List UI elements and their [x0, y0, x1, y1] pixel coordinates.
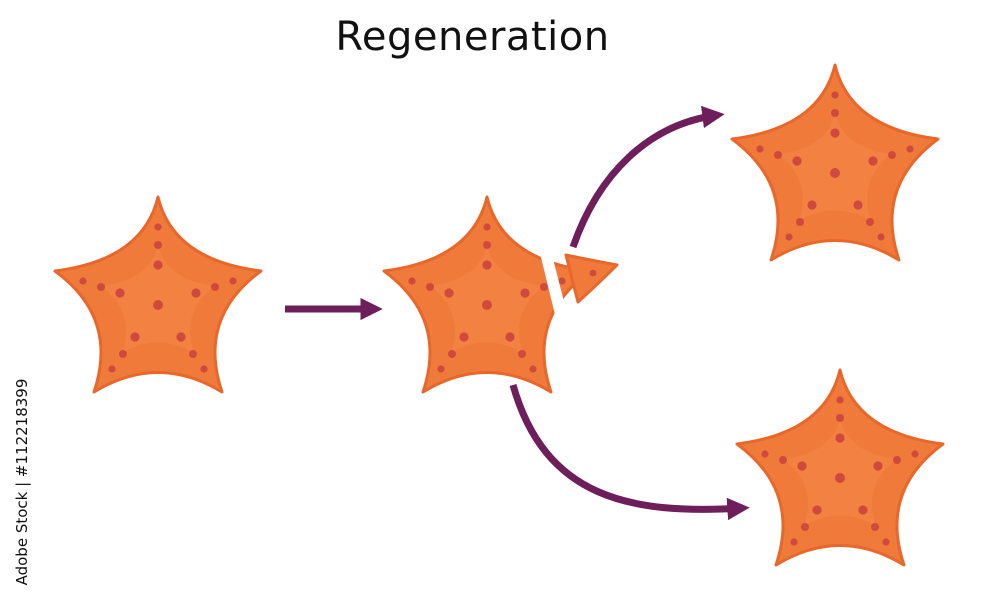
severed-arm	[564, 253, 619, 304]
starfish-regenerated-bottom	[735, 368, 945, 567]
stock-id-text: Adobe Stock | #112218399	[13, 378, 31, 586]
stock-id-watermark: Adobe Stock | #112218399	[12, 372, 32, 592]
diagram-title: Regeneration	[335, 14, 610, 60]
starfish-cut	[382, 195, 592, 394]
arrow-cut-to-regenerated-bottom	[509, 384, 750, 521]
arrow-cut-to-regenerated-top	[569, 105, 725, 249]
starfish-regenerated-top	[730, 63, 940, 262]
starfish-whole	[53, 195, 263, 394]
